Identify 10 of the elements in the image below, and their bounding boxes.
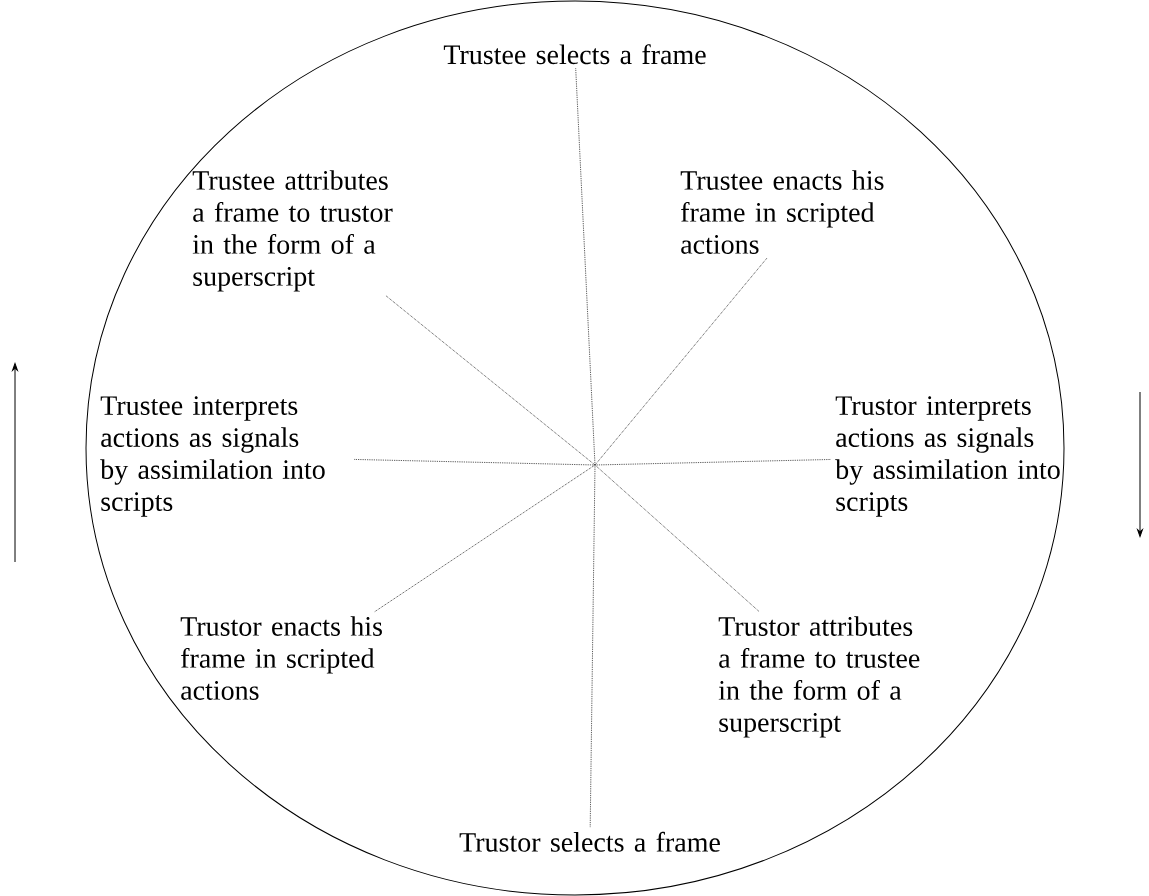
step-text: Trustor selects a frame (459, 831, 720, 852)
step-text: Trustee interprets actions as signals by assimilation into scripts (100, 396, 325, 517)
step-text: Trustee attributes a frame to trustor in the form of a superscript (192, 170, 393, 292)
dotted-line (575, 67, 596, 828)
step-text: Trustee selects a frame (443, 44, 706, 65)
step-text: Trustee enacts his frame in scripted actions (680, 170, 884, 254)
step-text: Trustor attributes a frame to trustee in the form of a superscript (718, 616, 920, 738)
step-text: Trustor enacts his frame in scripted actions (180, 616, 382, 700)
step-text: Trustor interprets actions as signals by assimilation into scripts (835, 396, 1060, 517)
ellipse-outline (85, 0, 1065, 896)
